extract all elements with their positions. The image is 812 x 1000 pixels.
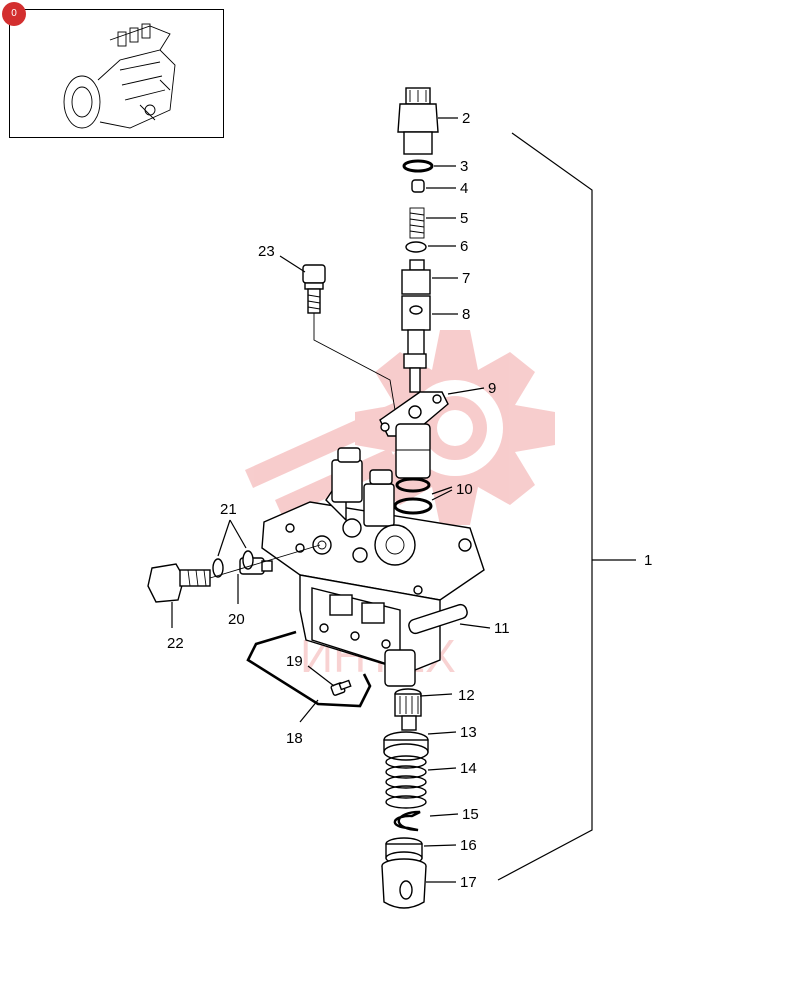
assembly-line	[209, 544, 321, 579]
callout-label-10: 10	[456, 481, 473, 498]
callout-label-18: 18	[286, 730, 303, 747]
callout-label-23: 23	[258, 243, 275, 260]
tappet-part	[381, 858, 427, 909]
callout-label-1: 1	[644, 552, 652, 569]
leader-line	[459, 623, 491, 629]
leader-line	[431, 489, 453, 501]
leader-line	[427, 767, 457, 771]
leader-line	[229, 519, 247, 549]
callout-label-16: 16	[460, 837, 477, 854]
callout-label-15: 15	[462, 806, 479, 823]
gasket-part	[405, 241, 427, 253]
leader-line	[307, 665, 335, 687]
leader-line	[299, 699, 319, 723]
plunger-barrel-part	[401, 295, 431, 393]
callout-label-5: 5	[460, 210, 468, 227]
leader-line	[419, 693, 453, 697]
callout-label-2: 2	[462, 110, 470, 127]
callout-label-17: 17	[460, 874, 477, 891]
leader-line	[217, 519, 231, 557]
callout-label-22: 22	[167, 635, 184, 652]
engine-thumbnail-drawing	[63, 23, 176, 129]
delivery-valve-holder-part	[397, 87, 439, 155]
injection-pump-body	[261, 447, 485, 687]
callout-label-11: 11	[494, 620, 510, 637]
flange-part	[379, 391, 449, 479]
corner-badge: 0	[2, 2, 26, 26]
spring-seat-part	[383, 731, 429, 761]
o-ring-pair-part	[393, 477, 433, 515]
callout-label-19: 19	[286, 653, 303, 670]
callout-label-12: 12	[458, 687, 475, 704]
control-pin-part	[408, 603, 468, 635]
engine-thumbnail: 0	[2, 2, 224, 138]
plunger-spring-part	[385, 755, 427, 809]
assembly-line	[313, 313, 396, 411]
control-sleeve-part	[394, 688, 422, 731]
callout-label-9: 9	[488, 380, 496, 397]
bolt-part	[302, 264, 326, 314]
callout-label-14: 14	[460, 760, 477, 777]
callout-label-21: 21	[220, 501, 237, 518]
callout-label-13: 13	[460, 724, 477, 741]
assembly-bracket	[497, 132, 593, 881]
valve-stopper-part	[411, 179, 425, 193]
banjo-bolt-part	[147, 563, 211, 603]
delivery-valve-part	[401, 259, 431, 295]
leader-line	[279, 255, 306, 273]
callout-label-4: 4	[460, 180, 468, 197]
callout-label-6: 6	[460, 238, 468, 255]
washer-part	[212, 558, 224, 578]
retaining-clip-part	[393, 810, 421, 832]
screw-part	[330, 679, 352, 696]
leader-line	[423, 844, 457, 847]
leader-line	[431, 486, 453, 495]
leader-line	[429, 813, 459, 817]
callout-label-3: 3	[460, 158, 468, 175]
o-ring-part	[402, 159, 434, 173]
valve-spring-part	[409, 207, 425, 239]
leader-line	[427, 731, 457, 735]
leader-line	[447, 387, 485, 395]
washer-part	[242, 550, 254, 570]
callout-label-8: 8	[462, 306, 470, 323]
callout-label-20: 20	[228, 611, 245, 628]
callout-label-7: 7	[462, 270, 470, 287]
